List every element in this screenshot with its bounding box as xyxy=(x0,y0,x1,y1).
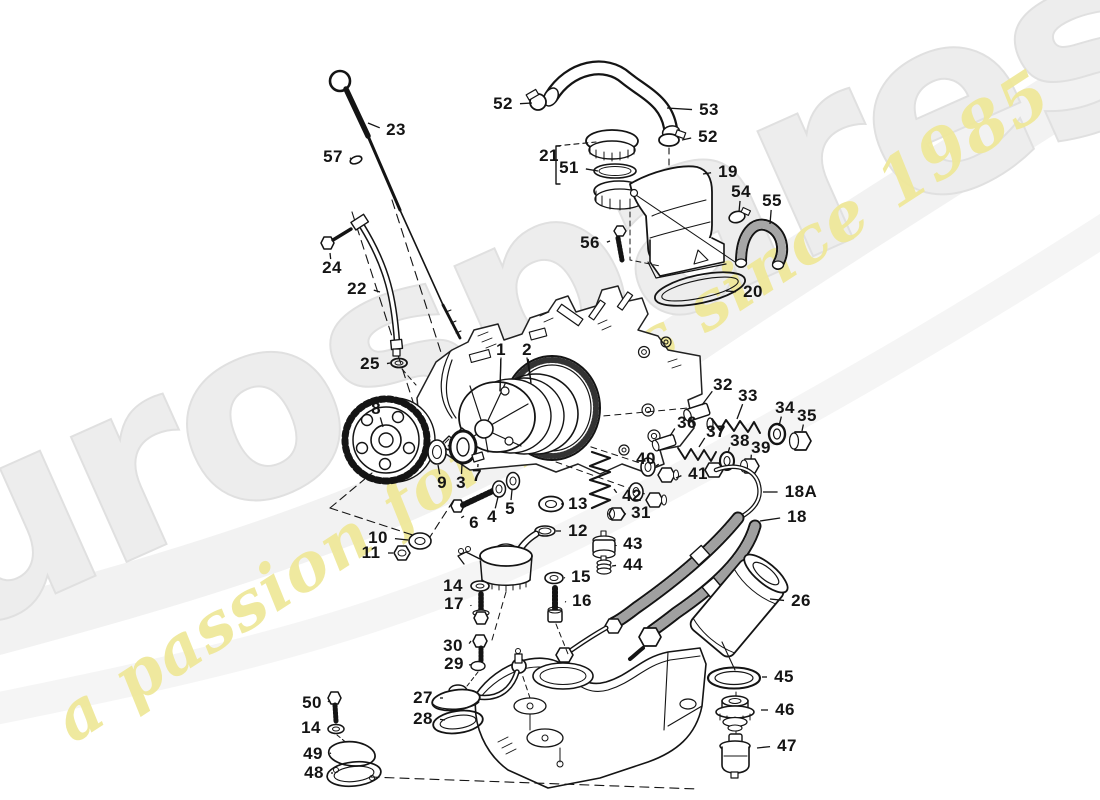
leader-line-10 xyxy=(394,537,409,541)
leader-line-36 xyxy=(669,428,676,437)
leader-line-22 xyxy=(373,289,381,293)
leader-line-1 xyxy=(499,358,502,392)
leader-line-6 xyxy=(460,515,465,519)
strainer-drawing xyxy=(431,634,527,735)
breather-hose-drawing xyxy=(525,60,687,211)
midsection-parts-drawing xyxy=(457,450,626,641)
leader-line-33 xyxy=(736,403,744,420)
leader-line-55 xyxy=(769,209,772,225)
leader-line-52 xyxy=(519,102,533,105)
leader-line-49 xyxy=(329,752,332,755)
leader-line-18 xyxy=(759,517,781,522)
leader-line-50 xyxy=(327,700,330,703)
leader-line-20 xyxy=(725,290,737,293)
leader-line-26 xyxy=(769,598,785,602)
leader-line-25 xyxy=(386,362,391,365)
dipstick-guide-tube-drawing xyxy=(320,213,417,386)
leader-line-53 xyxy=(666,107,693,111)
leader-line-4 xyxy=(494,496,499,509)
leader-line-38 xyxy=(727,447,731,454)
leader-line-42 xyxy=(613,488,618,494)
leader-line-47 xyxy=(756,745,771,749)
leader-line-57 xyxy=(349,157,353,160)
leader-line-40 xyxy=(655,463,660,467)
leader-line-51 xyxy=(585,168,599,172)
leader-line-52 xyxy=(681,137,692,141)
leader-line-28 xyxy=(439,718,446,721)
leader-line-32 xyxy=(701,390,713,406)
pump-sprocket-drawing xyxy=(329,395,456,541)
leader-line-24 xyxy=(329,252,332,260)
leader-line-8 xyxy=(379,417,384,428)
leader-line-56 xyxy=(606,240,611,243)
oil-filler-drawing xyxy=(585,129,789,307)
oil-filter-drawing xyxy=(689,553,789,658)
leader-line-30 xyxy=(468,640,472,644)
leader-line-37 xyxy=(698,437,706,448)
drain-parts-drawing xyxy=(706,666,762,779)
label-21-bracket xyxy=(555,141,597,185)
leader-line-44 xyxy=(611,564,617,567)
relief-valves-drawing xyxy=(628,402,812,508)
leader-line-35 xyxy=(801,424,804,432)
leader-line-5 xyxy=(510,489,513,501)
leader-line-19 xyxy=(702,172,712,175)
leader-line-54 xyxy=(738,200,741,213)
leader-line-3 xyxy=(460,463,463,475)
filter-axis-line xyxy=(721,641,736,671)
pump-seals-fasteners-drawing xyxy=(393,429,521,561)
leader-line-34 xyxy=(778,416,782,427)
leader-line-9 xyxy=(437,464,441,475)
oil-lines-drawing xyxy=(555,462,762,663)
leader-line-23 xyxy=(367,122,380,129)
leader-line-2 xyxy=(527,358,532,384)
leader-line-41 xyxy=(675,475,682,479)
